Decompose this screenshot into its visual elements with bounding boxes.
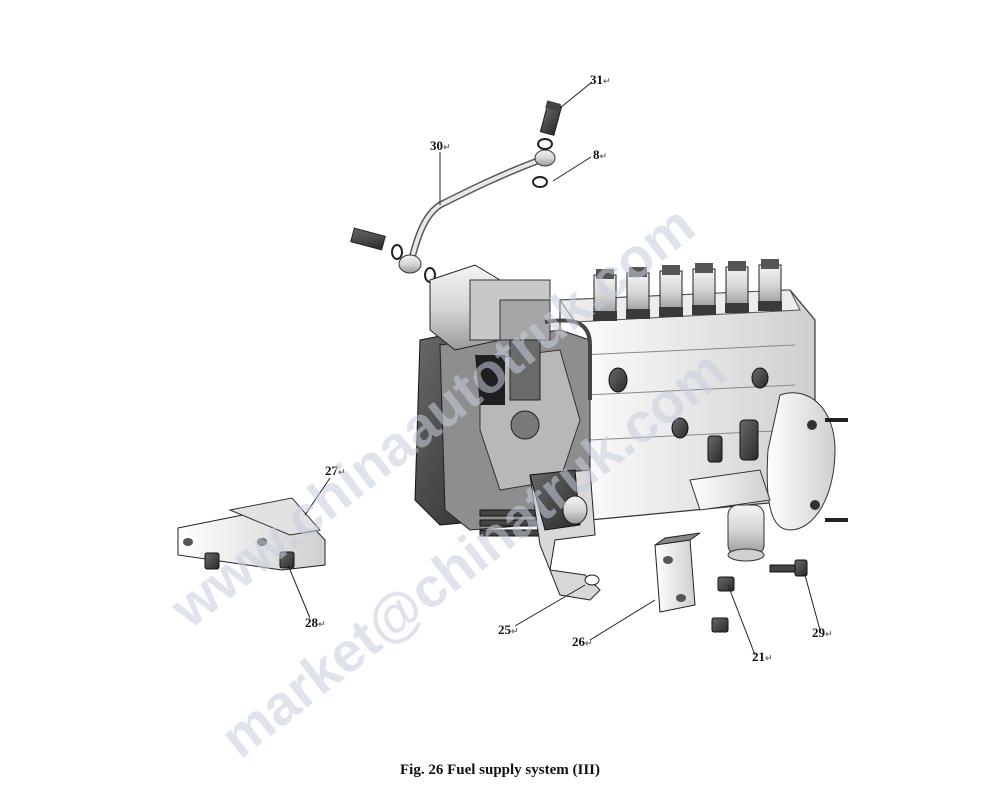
leader-lines [287, 81, 821, 656]
fuel-pipe-30 [398, 149, 556, 274]
callout-28: 28↵ [305, 615, 326, 630]
bolts-28 [204, 551, 295, 570]
figure-caption: Fig. 26 Fuel supply system (III) [399, 762, 601, 778]
spacer-26 [654, 532, 701, 613]
bolts-21 [711, 576, 735, 633]
callout-30: 30↵ [430, 138, 451, 153]
callout-21: 21↵ [752, 649, 773, 664]
callout-31: 31↵ [590, 72, 611, 87]
injection-pump-body [559, 259, 848, 562]
callout-25: 25↵ [498, 622, 519, 637]
sealing-washer-8 [532, 138, 553, 188]
callout-26: 26↵ [572, 634, 593, 649]
bolt-29 [769, 559, 808, 577]
banjo-bolt-31 [539, 100, 563, 136]
callout-labels: 31↵ 30↵ 8↵ 27↵ 28↵ 25↵ 26↵ 21↵ 29↵ [305, 72, 833, 664]
delivery-valves [593, 259, 782, 321]
callout-29: 29↵ [812, 625, 833, 640]
callout-8: 8↵ [593, 147, 607, 162]
callout-27: 27↵ [325, 463, 346, 478]
bracket-25 [529, 469, 601, 601]
governor-housing [414, 264, 592, 537]
